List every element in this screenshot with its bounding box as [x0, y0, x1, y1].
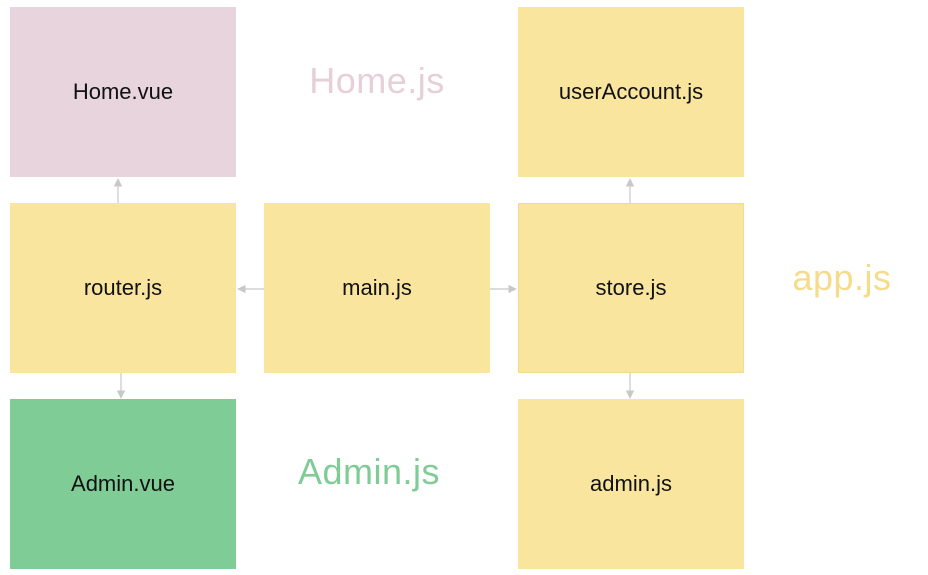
- bundle-label-home: Home.js: [309, 60, 445, 101]
- module-label: userAccount.js: [558, 79, 704, 104]
- module-label: main.js: [342, 275, 412, 300]
- module-label: store.js: [595, 275, 667, 300]
- bundle-label-app: app.js: [792, 257, 892, 298]
- module-admin-vue: Admin.vue: [10, 399, 236, 569]
- module-admin-js: admin.js: [518, 399, 744, 569]
- module-user-account-js: userAccount.js: [518, 7, 744, 177]
- module-store-js: store.js: [518, 203, 744, 373]
- module-label: admin.js: [590, 471, 672, 496]
- bundle-label-admin: Admin.js: [297, 451, 441, 492]
- module-home-vue: Home.vue: [10, 7, 236, 177]
- module-label: Admin.vue: [71, 471, 175, 496]
- module-router-js: router.js: [10, 203, 236, 373]
- module-label: Home.vue: [72, 79, 174, 104]
- module-label: router.js: [83, 275, 163, 300]
- module-main-js: main.js: [264, 203, 490, 373]
